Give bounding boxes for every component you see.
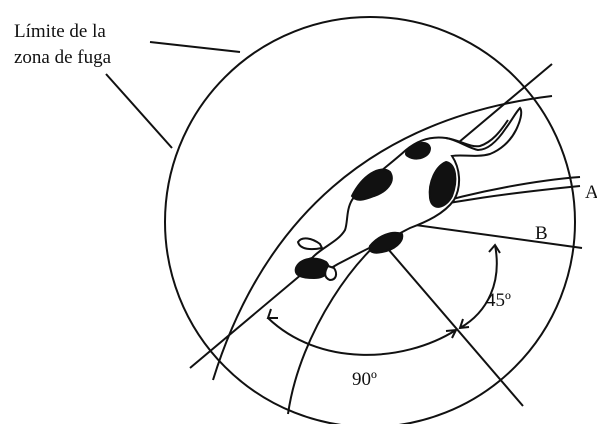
cow-leg-1 [296, 237, 324, 251]
arc-45-arrow-top [488, 243, 501, 254]
cow-leg-2 [324, 264, 338, 282]
arc-90-arrow-right [445, 328, 458, 339]
angle-90-label: 90º [352, 369, 377, 390]
label-leader-lower [105, 73, 173, 149]
label-leader-upper [149, 41, 241, 53]
cow-spot-2 [404, 142, 432, 160]
point-b-label: B [535, 223, 548, 244]
arc-90-arrow-left [266, 308, 278, 319]
outer-balance-arc [212, 95, 553, 381]
cow-spot-5 [294, 257, 330, 280]
cow-silhouette [294, 106, 523, 282]
cow-spot-3 [428, 160, 457, 208]
arc-45-arrow-bottom [458, 318, 470, 330]
angle-45-label: 45º [486, 290, 511, 311]
cow-tail [445, 119, 509, 148]
cow-spot-4 [368, 231, 404, 254]
cow-spot-1 [350, 168, 393, 201]
cow-body-outline [300, 106, 523, 275]
arc-90 [267, 317, 457, 356]
zone-label-line-2: zona de fuga [14, 47, 112, 68]
shoulder-line [369, 227, 524, 407]
arc-45 [459, 244, 498, 329]
point-a-label: A [585, 182, 597, 203]
flight-zone-circle [164, 16, 576, 424]
zone-label-line-1: Límite de la [14, 21, 106, 42]
